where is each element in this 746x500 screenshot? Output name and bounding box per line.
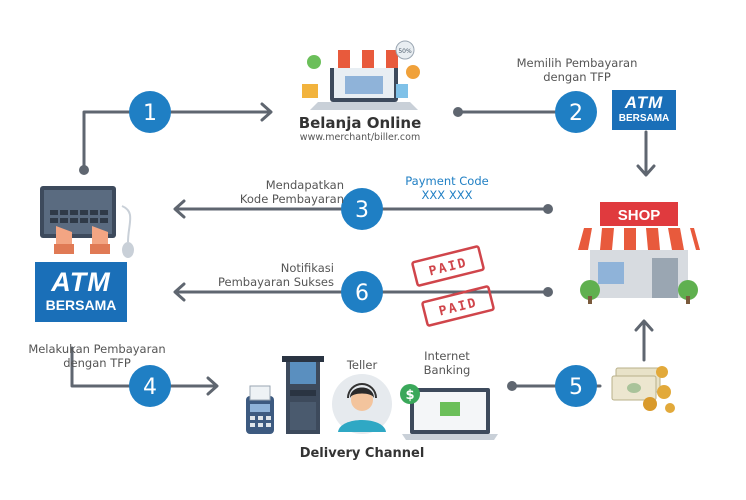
arrowhead-step-4	[206, 376, 219, 396]
shop-illustration: SHOP	[578, 202, 700, 304]
step-badge-1: 1	[129, 91, 171, 133]
teller-icon	[332, 374, 392, 434]
step-3-label-line-1: Mendapatkan	[265, 178, 344, 192]
step-4-label-line-2: dengan TFP	[63, 356, 131, 370]
cart-icon	[307, 55, 321, 69]
document-icon	[396, 84, 408, 98]
coin-icon	[406, 65, 420, 79]
online-store-url: www.merchant/biller.com	[299, 132, 421, 143]
connector-dot	[507, 381, 517, 391]
step-number-6: 6	[355, 281, 369, 306]
internet-banking-label: Internet Banking	[412, 349, 482, 377]
atm-bersama-logo-left: ATM BERSAMA	[35, 262, 127, 322]
step-number-3: 3	[355, 198, 369, 223]
svg-text:$: $	[405, 388, 414, 403]
step-4-label-line-1: Melakukan Pembayaran	[28, 342, 166, 356]
connector-dot	[543, 287, 553, 297]
atm-logo-text: ATM	[51, 267, 111, 297]
payment-code-value: XXX XXX	[421, 188, 473, 202]
user-laptop-illustration	[40, 186, 134, 258]
arrowhead-step-3	[173, 199, 186, 219]
atm-logo-text: ATM	[624, 93, 664, 112]
step-6-label: Notifikasi Pembayaran Sukses	[184, 261, 334, 289]
step-6-label-line-2: Pembayaran Sukses	[217, 275, 334, 289]
step-6-label-line-1: Notifikasi	[280, 261, 334, 275]
payment-code-label: Payment Code	[405, 174, 489, 188]
arrowhead-money-to-shop	[634, 319, 654, 332]
arrowhead-step-1	[260, 102, 273, 122]
step-2-label-line-1: Memilih Pembayaran	[516, 56, 638, 70]
atm-machine-icon	[282, 356, 324, 434]
internet-banking-icon: $	[400, 384, 498, 440]
discount-badge-text: 50%	[398, 48, 412, 55]
step-number-1: 1	[143, 101, 157, 126]
step-2-label-line-2: dengan TFP	[543, 70, 611, 84]
step-number-2: 2	[569, 101, 583, 126]
dollar-coin-icon	[400, 384, 420, 404]
step-badge-3: 3	[341, 188, 383, 230]
internet-banking-line-1: Internet	[424, 349, 470, 363]
edc-machine-icon	[246, 385, 274, 434]
step-3-label: Mendapatkan Kode Pembayaran	[204, 178, 344, 206]
shop-sign	[600, 202, 678, 226]
step-3-label-line-2: Kode Pembayaran	[239, 192, 344, 206]
step-2-label: Memilih Pembayaran dengan TFP	[502, 56, 652, 84]
money-pile-icon	[611, 366, 675, 413]
connector-step-1	[82, 110, 272, 172]
step-number-4: 4	[143, 375, 157, 400]
tag-icon	[302, 84, 318, 98]
delivery-channel-title: Delivery Channel	[299, 446, 425, 461]
payment-code: Payment Code XXX XXX	[392, 174, 502, 202]
step-badge-2: 2	[555, 91, 597, 133]
step-badge-5: 5	[555, 365, 597, 407]
online-store-illustration: 50%	[302, 40, 420, 110]
arrowhead-atm-to-shop	[636, 164, 656, 177]
bersama-logo-text: BERSAMA	[618, 113, 670, 124]
atm-bersama-logo-top: ATM BERSAMA	[612, 90, 676, 130]
internet-banking-line-2: Banking	[423, 363, 471, 377]
step-badge-6: 6	[341, 271, 383, 313]
connector-dot	[79, 165, 89, 175]
bersama-logo-text: BERSAMA	[45, 297, 117, 313]
step-number-5: 5	[569, 375, 583, 400]
step-badge-4: 4	[129, 365, 171, 407]
teller-label: Teller	[346, 358, 378, 372]
online-store-title: Belanja Online	[298, 114, 422, 132]
paid-stamp-1: PAID	[411, 245, 485, 287]
connector-dot	[543, 204, 553, 214]
step-4-label: Melakukan Pembayaran dengan TFP	[22, 342, 172, 370]
shop-sign-text: SHOP	[618, 207, 661, 224]
arrowhead-step-6	[173, 282, 186, 302]
connector-dot	[453, 107, 463, 117]
discount-badge-icon	[395, 40, 415, 60]
